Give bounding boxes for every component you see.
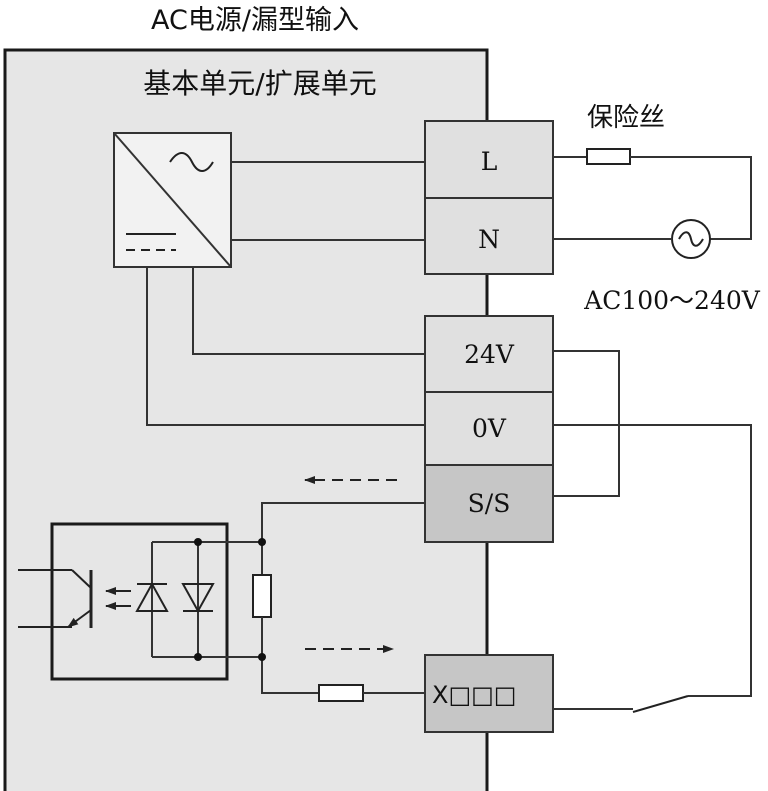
resistor-icon: [252, 574, 272, 618]
terminal-ss-label: S/S: [468, 489, 511, 518]
power-supply-block: [113, 132, 232, 268]
ac-symbol-icon: [169, 152, 214, 172]
fuse-label: 保险丝: [587, 103, 665, 133]
fuse-icon: [586, 148, 631, 165]
terminal-x-label: X□□□: [432, 681, 516, 709]
terminal-l: L: [424, 120, 554, 199]
terminal-n: N: [424, 197, 554, 275]
led-icon: [135, 581, 169, 612]
input-resistor-icon: [318, 684, 364, 702]
switch-icon: [632, 695, 689, 713]
unit-label: 基本单元/扩展单元: [143, 67, 376, 100]
terminal-l-label: L: [481, 147, 498, 176]
terminal-24v: 24V: [424, 315, 554, 393]
terminal-0v: 0V: [424, 391, 554, 466]
terminal-n-label: N: [478, 225, 500, 254]
ac-source-icon: [671, 219, 711, 259]
terminal-ss: S/S: [424, 464, 554, 543]
supply-label: AC100～240V: [583, 286, 761, 315]
led-icon-2: [181, 583, 215, 614]
diagram-title: AC电源/漏型输入: [151, 5, 359, 36]
terminal-24v-label: 24V: [464, 340, 515, 369]
terminal-x: X□□□: [424, 654, 554, 733]
photocoupler-icon: [18, 522, 266, 681]
terminal-0v-label: 0V: [472, 414, 507, 443]
